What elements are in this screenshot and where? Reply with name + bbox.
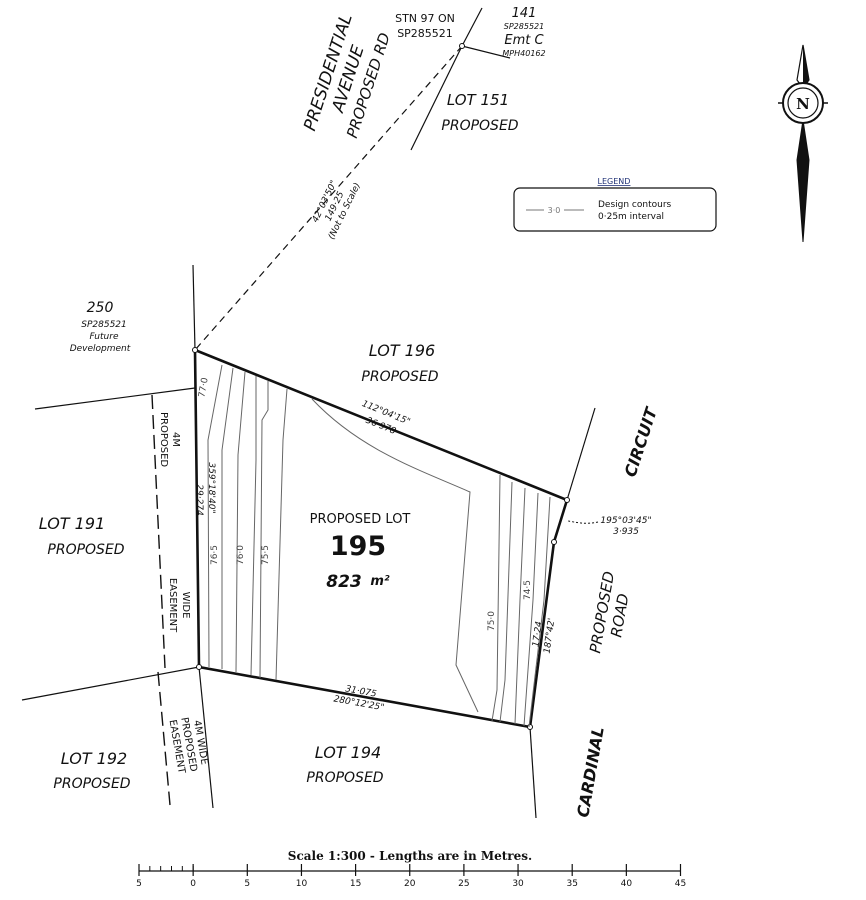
lot195-label: PROPOSED LOT: [310, 512, 411, 527]
corner-marker: [551, 539, 557, 545]
lot250-number: 250: [87, 300, 114, 316]
lot141-mph: MPH40162: [502, 49, 545, 58]
lot196-name: LOT 196: [369, 341, 435, 360]
scale-tick-label: 45: [675, 879, 686, 889]
lot191-bottom-boundary: [21, 666, 200, 701]
lot141-number: 141: [512, 6, 537, 21]
lot141-emt: Emt C: [504, 33, 544, 48]
corner-marker: [459, 43, 465, 49]
north-label: N: [796, 95, 810, 113]
right-boundary-dims: 17·24 187°42': [531, 618, 558, 655]
lot-corner-markers: [192, 43, 570, 730]
lot195-boundary: [193, 348, 569, 729]
contour-label: 77·0: [197, 377, 210, 399]
right-bearing: 187°42': [543, 618, 558, 655]
circuit-label: CIRCUIT: [621, 404, 662, 479]
north-arrow: N: [778, 44, 828, 243]
legend-sample: 3·0: [548, 206, 561, 215]
scale-title: Scale 1:300 - Lengths are in Metres.: [288, 849, 532, 863]
left-bearing: 359°18'40": [206, 462, 216, 513]
station-line1: STN 97 ON: [395, 12, 455, 25]
easement-lower-dashed-line: [157, 671, 171, 806]
lot194-left-boundary: [198, 666, 214, 809]
connection-dashed-line: [194, 45, 463, 351]
lot194-name: LOT 194: [315, 743, 381, 762]
lot151-status: PROPOSED: [441, 118, 518, 134]
easement-top-line3: WIDE: [180, 592, 191, 619]
context-lines: [21, 7, 596, 819]
lot195-area-value: 823: [326, 572, 362, 592]
lot151-name: LOT 151: [447, 91, 509, 109]
scale-bar: 5 0 5 10 15 20 25 30 35 40 45: [136, 864, 686, 889]
legend-line1: Design contours: [598, 200, 672, 210]
dashed-line-bearing: 42°03'50" 149·25 (Not to Scale): [311, 179, 363, 241]
lot192-status: PROPOSED: [53, 776, 130, 792]
right-distance: 17·24: [531, 620, 545, 647]
contour-label: 76·5: [210, 545, 220, 565]
station-line2: SP285521: [397, 27, 453, 40]
legend-title: LEGEND: [598, 177, 631, 186]
lot194-status: PROPOSED: [306, 770, 383, 786]
scale-tick-label: 20: [404, 879, 416, 889]
contour-labels: 77·0 76·5 76·0 75·5 75·0 74·5: [197, 377, 533, 631]
corner-marker: [196, 664, 202, 670]
contour-label: 75·0: [487, 611, 497, 631]
scale-tick-label: 30: [512, 879, 524, 889]
corner-marker: [564, 497, 570, 503]
lot151-boundary: [410, 45, 463, 151]
contour-label: 76·0: [236, 545, 246, 565]
proposed-road-label: PROPOSED ROAD: [586, 570, 632, 655]
easement-top-label: 4M PROPOSED: [158, 412, 181, 467]
lot250-plan: SP285521: [81, 320, 127, 330]
scale-tick-label: 15: [350, 879, 361, 889]
lot191-status: PROPOSED: [47, 542, 124, 558]
corner-distance: 3·935: [613, 527, 639, 537]
legend: LEGEND 3·0 Design contours 0·25m interva…: [513, 177, 717, 232]
lot250-boundary: [192, 264, 196, 351]
scale-tick-label: 5: [244, 879, 250, 889]
legend-box: [513, 187, 717, 232]
easement-top-line4: EASEMENT: [167, 578, 178, 633]
easement-dashed-line: [151, 394, 166, 669]
easement-top-line1: 4M: [170, 432, 181, 447]
scale-tick-label: 40: [621, 879, 633, 889]
presidential-avenue-label: PRESIDENTIAL AVENUE PROPOSED RD: [300, 11, 394, 140]
easement-top-line2: PROPOSED: [158, 412, 169, 467]
corner-bearing: 195°03'45": [600, 516, 651, 526]
corner-leader-line: [567, 520, 599, 524]
scale-tick-label: 25: [458, 879, 469, 889]
lot250-line2: Development: [70, 344, 131, 354]
lot195-number: 195: [330, 531, 386, 562]
scale-tick-label: 35: [566, 879, 577, 889]
scale-tick-label: 5: [136, 879, 142, 889]
cardinal-label: CARDINAL: [573, 725, 608, 819]
circuit-boundary: [566, 407, 596, 501]
lot192-name: LOT 192: [61, 749, 127, 768]
lot141-plan: SP285521: [504, 22, 544, 31]
bottom-bearing: 280°12'25": [333, 695, 385, 714]
contour-lines: [207, 364, 551, 728]
lot191-name: LOT 191: [39, 514, 105, 533]
bottom-boundary-dims: 31·075 280°12'25": [333, 684, 385, 714]
lot250-line1: Future: [90, 332, 119, 342]
left-distance: 29·274: [194, 484, 204, 516]
easement-bottom-label: 4M WIDE PROPOSED EASEMENT: [167, 716, 210, 775]
left-boundary-dims: 359°18'40" 29·274: [194, 462, 216, 516]
lot191-top-boundary: [34, 387, 196, 410]
lot141-boundary: [461, 45, 511, 59]
contour-label: 74·5: [523, 580, 533, 600]
easement-top-label-lower: WIDE EASEMENT: [167, 578, 191, 633]
legend-line2: 0·25m interval: [598, 212, 664, 222]
corner-marker: [527, 724, 533, 730]
lot196-status: PROPOSED: [361, 369, 438, 385]
lot195-area-unit: m²: [370, 574, 390, 589]
corner-marker: [192, 347, 198, 353]
lot194-right-boundary: [529, 726, 537, 819]
scale-tick-label: 0: [190, 879, 196, 889]
contour-label: 75·5: [261, 545, 271, 565]
lot141-side-boundary: [461, 7, 483, 47]
scale-tick-label: 10: [296, 879, 308, 889]
